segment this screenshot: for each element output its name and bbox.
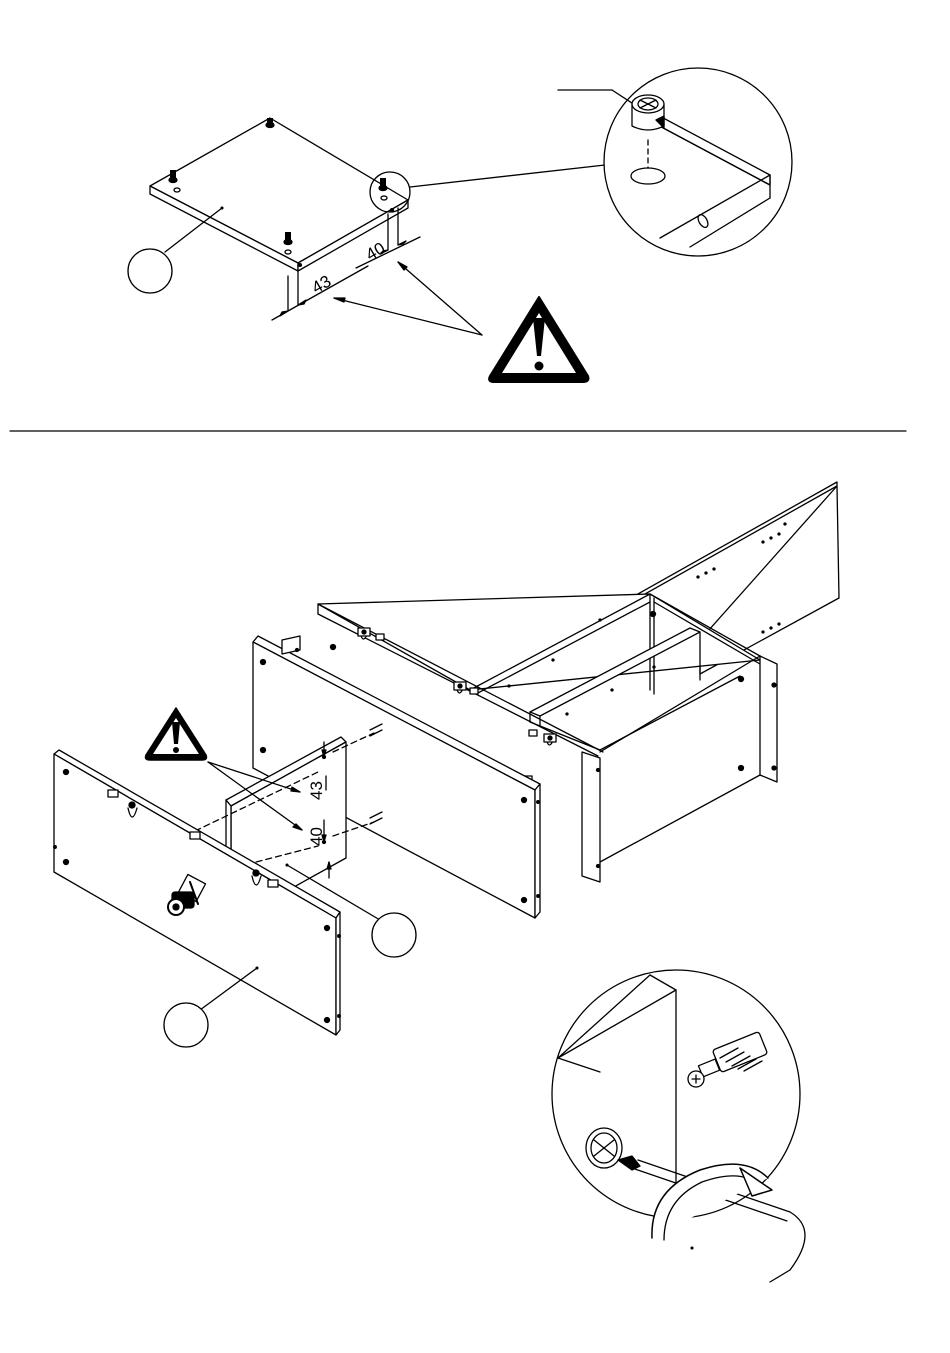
dimension-label-40: 40	[363, 239, 389, 265]
cam-fitting	[454, 682, 466, 693]
cam-lock-detail	[558, 68, 792, 256]
warning-triangle-icon	[489, 297, 588, 382]
cam-fitting	[266, 118, 274, 128]
dimension-label-40: 40	[307, 827, 326, 846]
cam-lock-icon	[632, 95, 664, 130]
cam-lock-icon	[586, 1128, 622, 1168]
cam-fitting	[358, 628, 370, 639]
dimension-label-43: 43	[307, 781, 326, 800]
step-1: 43 40	[128, 68, 792, 382]
dimension-label-43: 43	[309, 272, 335, 298]
step-2: 43 40	[54, 482, 839, 1282]
cam-tightening-detail	[552, 970, 805, 1282]
cam-fitting	[544, 734, 556, 745]
